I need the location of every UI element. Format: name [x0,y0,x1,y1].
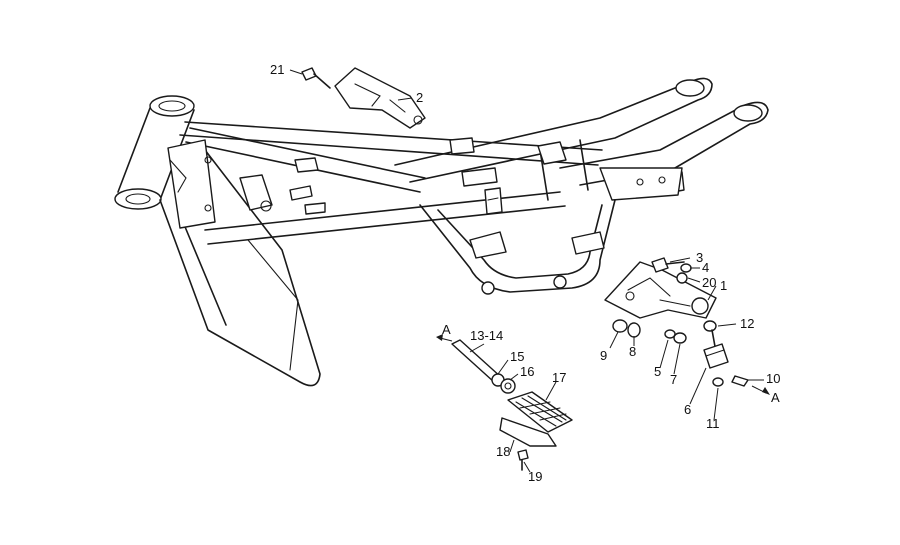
callout-12: 12 [740,316,754,331]
callout-13-14: 13-14 [470,328,503,343]
callout-3: 3 [696,250,703,265]
callout-5: 5 [654,364,661,379]
upper-backbone-tube [179,121,603,166]
callout-20: 20 [702,275,716,290]
washer-part-8 [627,322,641,338]
washer-part-7 [673,332,687,344]
arrow-a-left-label: A [442,322,451,337]
leader-lines [289,69,764,473]
washer-part-11 [712,377,724,387]
bolt-part-3 [651,257,685,273]
clip-part-10 [731,375,749,387]
rear-side-plate [599,167,683,201]
steering-head-tube [114,95,195,210]
washer-part-4 [680,263,692,273]
callout-4: 4 [702,260,709,275]
head-gusset-plate [167,139,216,229]
footpeg-base-part-18 [499,417,557,447]
arrow-a-left: A [436,322,453,342]
engine-mount-tab [239,174,273,212]
nut-part-9 [612,319,628,333]
seat-bracket-front [449,137,475,155]
bolt-part-21 [301,67,331,89]
rear-lower-rail [559,101,769,186]
callout-21: 21 [270,62,284,77]
center-bracket [484,187,503,215]
mid-frame-tab [289,157,326,215]
seat-bracket-rear [461,167,498,187]
arrow-a-right: A [751,385,780,405]
callout-11: 11 [706,416,720,431]
front-downtube [159,149,321,387]
callout-15: 15 [510,349,524,364]
upper-bracket-part-2 [334,67,426,129]
callout-2: 2 [416,90,423,105]
callout-7: 7 [670,372,677,387]
spacer-part-5 [664,329,676,339]
footpeg-bracket-part-1 [604,261,717,319]
footpeg-rubber-part-17 [507,391,573,433]
callout-9: 9 [600,348,607,363]
callout-18: 18 [496,444,510,459]
callout-19: 19 [528,469,542,484]
motorcycle-frame [114,77,769,387]
pin-part-12 [703,320,717,353]
lower-cradle-loop [419,199,616,295]
callout-10: 10 [766,371,780,386]
callout-8: 8 [629,344,636,359]
nut-part-20 [676,272,688,284]
callout-6: 6 [684,402,691,417]
screw-part-19 [517,449,529,471]
rear-upper-rail [394,77,713,183]
spring-part-16 [500,378,516,394]
callout-1: 1 [720,278,727,293]
arrow-a-right-label: A [771,390,780,405]
callout-16: 16 [520,364,534,379]
footpeg-clevis-part-6 [703,343,729,369]
callout-17: 17 [552,370,566,385]
callout-labels: 21 2 3 4 20 1 12 9 8 5 7 6 11 10 13-14 1… [270,62,780,484]
